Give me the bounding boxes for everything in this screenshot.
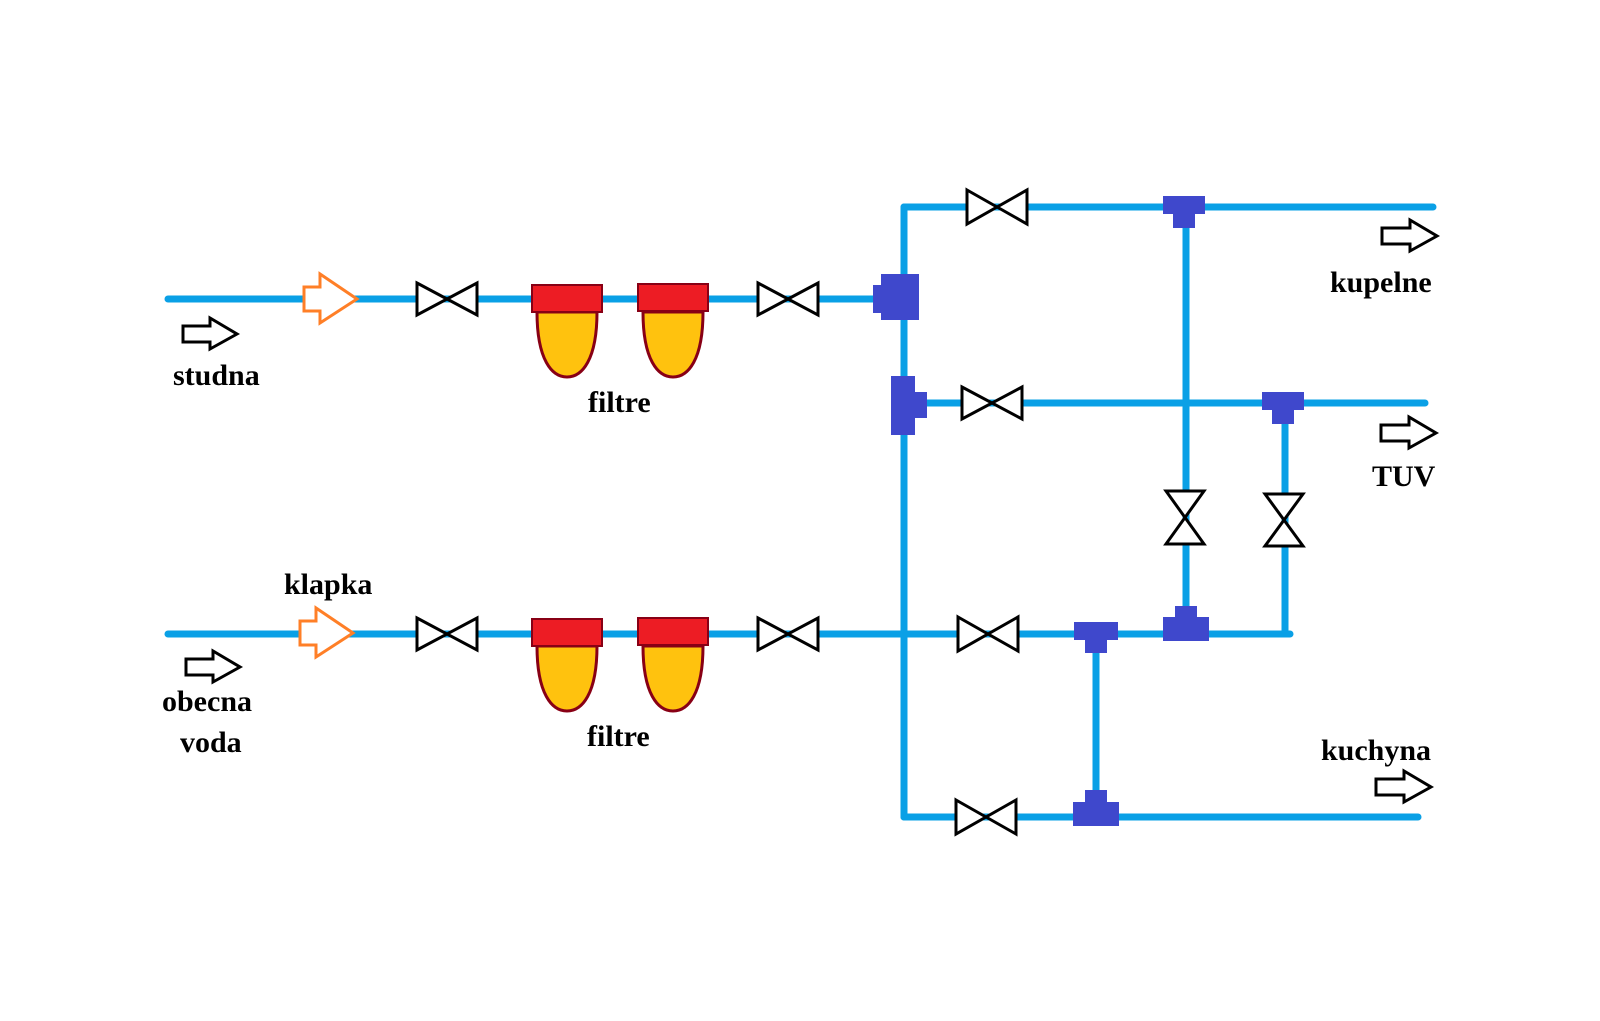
tee-fitting (891, 376, 927, 435)
filters-top (531, 283, 709, 379)
valves (415, 187, 1306, 837)
filter (637, 283, 709, 379)
valve-municipal-1[interactable] (415, 615, 479, 653)
label-bathrooms: kupelne (1330, 266, 1432, 299)
flow-arrow-icon (181, 315, 241, 352)
valve-cross-2[interactable] (1262, 492, 1306, 548)
filter (637, 617, 709, 713)
label-filters-top: filtre (588, 386, 651, 419)
label-filters-bottom: filtre (587, 720, 650, 753)
valve-municipal-3[interactable] (956, 614, 1020, 654)
flow-arrow-icon (1380, 217, 1441, 254)
valve-well-1[interactable] (415, 280, 479, 318)
filter (531, 618, 603, 713)
tee-fitting (1074, 622, 1118, 653)
label-hot-water: TUV (1372, 460, 1436, 493)
valve-hot-water[interactable] (960, 384, 1024, 422)
tee-fitting (1262, 392, 1304, 424)
tee-fitting (1073, 790, 1119, 826)
flow-arrow-icon (184, 648, 244, 685)
label-municipal-line2: voda (180, 726, 242, 759)
filters-bottom (531, 617, 709, 713)
check-valve-municipal[interactable] (298, 605, 356, 660)
valve-municipal-2[interactable] (756, 615, 820, 653)
tee-fitting (1163, 606, 1209, 641)
label-well: studna (173, 359, 260, 392)
label-check-valve: klapka (284, 568, 372, 601)
flow-arrow-icon (1379, 414, 1440, 451)
tee-fitting (873, 274, 919, 320)
flow-arrow-icon (1374, 768, 1435, 805)
valve-kitchen[interactable] (954, 797, 1018, 837)
tee-fittings (873, 196, 1304, 826)
check-valve-well[interactable] (302, 271, 360, 326)
valve-well-2[interactable] (756, 280, 820, 318)
valve-bathrooms[interactable] (965, 187, 1029, 227)
tee-fitting (1163, 196, 1205, 228)
label-kitchen: kuchyna (1321, 734, 1431, 767)
valve-cross-1[interactable] (1163, 489, 1207, 546)
filter (531, 284, 603, 379)
label-municipal-line1: obecna (162, 685, 252, 718)
